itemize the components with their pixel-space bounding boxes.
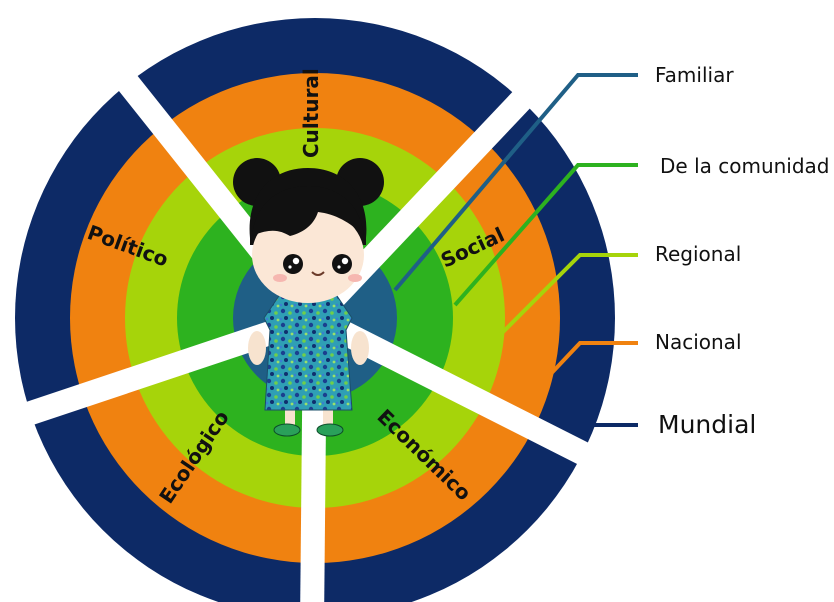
legend-connectors [393, 73, 638, 427]
divider-ecologico-politico [6, 306, 319, 432]
connector-nacional [543, 341, 638, 382]
legend-mundial: Mundial [658, 410, 756, 439]
connector-familiar [393, 73, 638, 292]
legend: Familiar De la comunidad Regional Nacion… [655, 63, 830, 439]
legend-regional: Regional [655, 242, 741, 266]
legend-nacional: Nacional [655, 330, 742, 354]
girl-doll-illustration [233, 158, 384, 437]
legend-familiar: Familiar [655, 63, 734, 87]
legend-comunidad: De la comunidad [660, 154, 830, 178]
connector-comunidad [453, 163, 638, 307]
connector-regional [498, 253, 638, 337]
label-cultural: Cultural [299, 68, 323, 158]
